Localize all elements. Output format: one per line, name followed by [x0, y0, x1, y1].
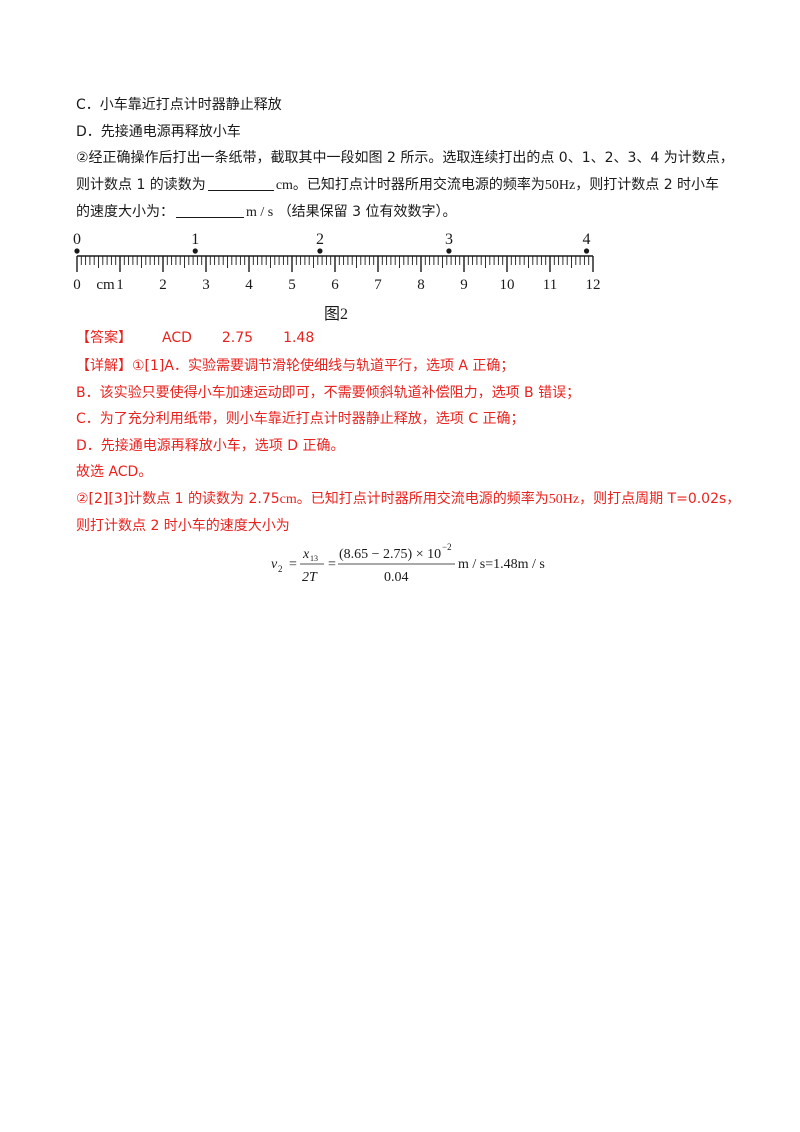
ruler-tick-label: 5	[288, 277, 296, 293]
option-c: C．小车靠近打点计时器静止释放	[76, 97, 282, 113]
formula-equals-2: =	[328, 557, 336, 572]
part2-line2-text-c: ，则打计数点 2 时小车	[575, 177, 720, 193]
count-point-dot	[446, 248, 452, 254]
explanation-line6-text-b: 。已知打点计时器所用交流电源的频率为	[296, 491, 549, 507]
ruler-tick-label: 12	[586, 277, 601, 293]
ruler-tick-label: 1	[116, 277, 124, 293]
count-point-label: 3	[445, 231, 453, 248]
formula-frac2-den: 0.04	[384, 570, 409, 585]
explanation-line2: B．该实验只要使得小车加速运动即可，不需要倾斜轨道补偿阻力，选项 B 错误；	[76, 385, 581, 401]
count-point-label: 0	[73, 231, 81, 248]
explanation-line6-text-a: ②[2][3]计数点 1 的读数为 2.75	[76, 491, 280, 507]
answer-label: 【答案】	[76, 330, 132, 346]
formula-frac1-num-sub: 13	[310, 554, 318, 563]
explanation-line7: 则打计数点 2 时小车的速度大小为	[76, 518, 290, 534]
answer-blank-speed[interactable]	[176, 203, 244, 218]
count-point-dot	[583, 248, 590, 254]
ruler-tick-label: 7	[374, 277, 382, 293]
explanation-line3: C．为了充分利用纸带，则小车靠近打点计时器静止释放，选项 C 正确；	[76, 411, 525, 427]
explanation-line6: ②[2][3]计数点 1 的读数为 2.75cm。已知打点计时器所用交流电源的频…	[76, 489, 740, 510]
ruler-tick-label: 3	[202, 277, 210, 293]
velocity-formula: v 2 = x 13 2T = (8.65 − 2.75) × 10 −2 0.…	[271, 542, 545, 585]
count-point-dot	[317, 248, 323, 254]
explanation-line1: 【详解】①[1]A．实验需要调节滑轮使细线与轨道平行，选项 A 正确；	[76, 358, 515, 374]
ruler-tick-label: 10	[500, 277, 515, 293]
answer-line: 【答案】 ACD 2.75 1.48	[76, 328, 314, 348]
formula-lhs-sub: 2	[278, 564, 283, 574]
answer-value-1: ACD	[162, 330, 192, 346]
part2-line1: ②经正确操作后打出一条纸带，截取其中一段如图 2 所示。选取连续打出的点 0、1…	[76, 150, 734, 166]
ruler-tick-label: 0	[73, 277, 81, 293]
part2-line3-text-b: （结果保留 3 位有效数字）。	[277, 204, 457, 220]
count-point-dot	[192, 248, 198, 254]
ruler-tick-label: 11	[543, 277, 557, 293]
part2-line2-text-a: 则计数点 1 的读数为	[76, 177, 206, 193]
explanation-frequency: 50Hz	[548, 492, 580, 507]
option-d: D．先接通电源再释放小车	[76, 124, 241, 140]
formula-result: m / s=1.48m / s	[458, 557, 545, 572]
explanation-unit-cm: cm	[279, 492, 297, 507]
count-point-label: 2	[316, 231, 324, 248]
explanation-line4: D．先接通电源再释放小车，选项 D 正确。	[76, 438, 345, 454]
ruler-tick-label: 9	[460, 277, 468, 293]
explanation-line5: 故选 ACD。	[76, 464, 153, 480]
ruler-tick-label: 8	[417, 277, 425, 293]
part2-line2-text-b: 。已知打点计时器所用交流电源的频率为	[292, 177, 545, 193]
ruler-unit-label: cm	[96, 277, 115, 293]
ruler-tick-label: 4	[245, 277, 253, 293]
formula-equals-1: =	[289, 557, 297, 572]
formula-lhs: v	[271, 557, 278, 572]
part2-line2: 则计数点 1 的读数为 cm。已知打点计时器所用交流电源的频率为50Hz，则打计数…	[76, 175, 719, 196]
answer-value-3: 1.48	[283, 330, 315, 346]
formula-frac2-exp: −2	[442, 542, 452, 552]
part2-line3-text-a: 的速度大小为：	[76, 204, 174, 220]
count-point-label: 1	[191, 231, 199, 248]
figure-caption: 图2	[323, 306, 348, 323]
formula-frac1-num: x	[302, 547, 310, 562]
count-point-dot	[74, 248, 80, 254]
ruler-tick-label: 6	[331, 277, 339, 293]
count-point-label: 4	[583, 231, 591, 248]
ruler-tick-label: 2	[159, 277, 167, 293]
answer-blank-reading[interactable]	[207, 176, 274, 191]
part2-line3: 的速度大小为： m / s （结果保留 3 位有效数字）。	[76, 202, 457, 223]
unit-ms: m / s	[246, 205, 274, 220]
frequency-value: 50Hz	[544, 178, 576, 193]
formula-frac2-num: (8.65 − 2.75) × 10	[339, 547, 441, 562]
formula-frac1-den: 2T	[302, 570, 318, 585]
answer-value-2: 2.75	[221, 330, 254, 346]
unit-cm: cm	[275, 178, 293, 193]
explanation-line6-text-c: ，则打点周期 T=0.02s，	[579, 491, 741, 507]
